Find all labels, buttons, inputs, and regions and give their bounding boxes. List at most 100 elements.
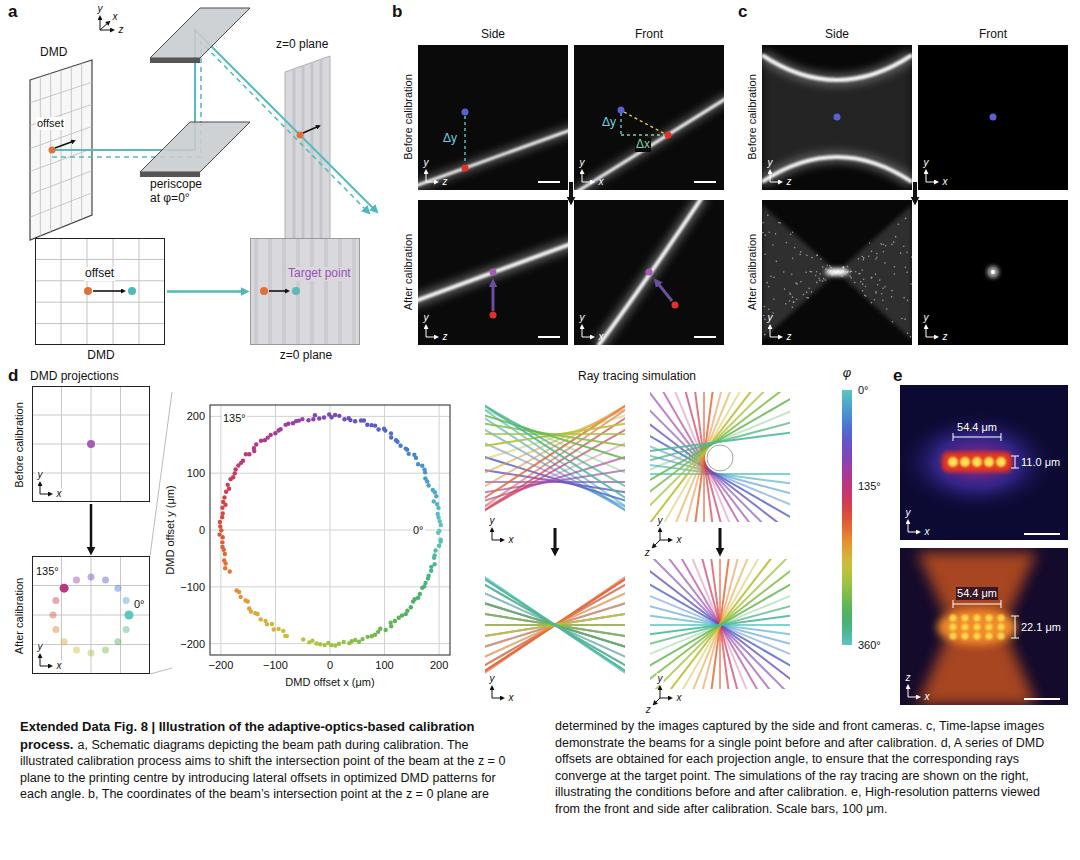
column-header: Front [979, 28, 1007, 42]
arrow [100, 30, 113, 31]
axis-label: y [489, 673, 496, 685]
dot [114, 638, 121, 645]
dot [876, 253, 878, 255]
dimension-tick [1001, 600, 1002, 608]
axis-label: z [443, 331, 448, 343]
plot-frame [210, 405, 450, 655]
beam-glow [418, 128, 568, 188]
dot [842, 267, 844, 269]
dot [102, 647, 109, 654]
node-text: Target point [287, 267, 352, 281]
dot [341, 640, 345, 644]
beam-core [418, 128, 568, 188]
dot [960, 457, 970, 467]
dot [803, 294, 805, 296]
dot [863, 278, 865, 280]
ray-tracing-plot [650, 559, 790, 689]
arrow [908, 697, 919, 698]
colorbar-title: φ [843, 366, 851, 381]
axis-label: y [924, 157, 929, 169]
panel-title: Ray tracing simulation [578, 370, 696, 384]
dot [860, 281, 862, 283]
dot [829, 265, 831, 267]
arrow [40, 666, 51, 667]
arrow [926, 337, 937, 338]
node-text: offset [84, 267, 115, 281]
dot [816, 271, 818, 273]
dimension-tick [1001, 433, 1002, 441]
dot [123, 597, 130, 604]
beam-path [52, 42, 368, 212]
dot [905, 218, 907, 220]
tick-label: 100 [375, 659, 393, 672]
dot [783, 271, 785, 273]
dot [882, 288, 884, 290]
tick-label: −200 [209, 659, 234, 672]
dot [254, 442, 258, 446]
image-ground [574, 200, 724, 345]
arrow [926, 326, 927, 337]
dot [990, 114, 997, 121]
dot [437, 544, 441, 548]
dot [244, 452, 248, 456]
arrow [770, 182, 781, 183]
dot [910, 336, 912, 338]
projection-grid [120, 556, 121, 674]
dot [849, 276, 851, 278]
side-camera-image [418, 200, 568, 345]
dot [792, 231, 794, 233]
dot [272, 627, 276, 631]
arrow [492, 687, 493, 698]
beam-core [598, 200, 703, 345]
axis-label: y [98, 3, 103, 15]
dot [875, 291, 877, 293]
side-pattern-image [900, 548, 1068, 705]
dot [850, 271, 852, 273]
dot [337, 414, 341, 418]
image-ground [762, 200, 912, 345]
arrow [660, 540, 671, 541]
dot [903, 246, 905, 248]
dot [618, 107, 625, 114]
dot [376, 427, 380, 431]
dot [223, 552, 227, 556]
dot [301, 637, 305, 641]
node-text: After calibration [13, 578, 26, 654]
dot [218, 524, 222, 528]
axis-label: y [768, 312, 773, 324]
dot [855, 271, 857, 273]
dot [327, 412, 331, 416]
dot [843, 266, 845, 268]
beam-glow [762, 157, 912, 182]
arrow [426, 326, 427, 337]
dot [910, 283, 912, 285]
dot [950, 633, 957, 640]
dot [906, 251, 908, 253]
dot [52, 626, 59, 633]
schematic-box: Target pointz=0 plane [250, 238, 360, 345]
arrow [926, 182, 937, 183]
angle-label: 0° [412, 524, 425, 537]
arrow [569, 182, 573, 202]
plot-grid [384, 405, 385, 655]
dot [291, 421, 295, 425]
dot [420, 464, 424, 468]
dot [329, 643, 333, 647]
dot [850, 277, 852, 279]
dot [772, 312, 774, 314]
dimension-label: 11.0 μm [1021, 456, 1060, 469]
dot [911, 256, 912, 258]
arrow [426, 171, 427, 182]
beam-core [574, 96, 724, 190]
dimension-tick [1011, 468, 1019, 469]
dimension-line [953, 437, 1001, 438]
dot [422, 467, 426, 471]
dot [220, 540, 224, 544]
dot [876, 256, 878, 258]
dot [353, 419, 357, 423]
column-header: Side [481, 28, 505, 42]
dot [431, 488, 435, 492]
dot [322, 415, 326, 419]
axis-label: z [906, 672, 911, 684]
dot [221, 511, 225, 515]
